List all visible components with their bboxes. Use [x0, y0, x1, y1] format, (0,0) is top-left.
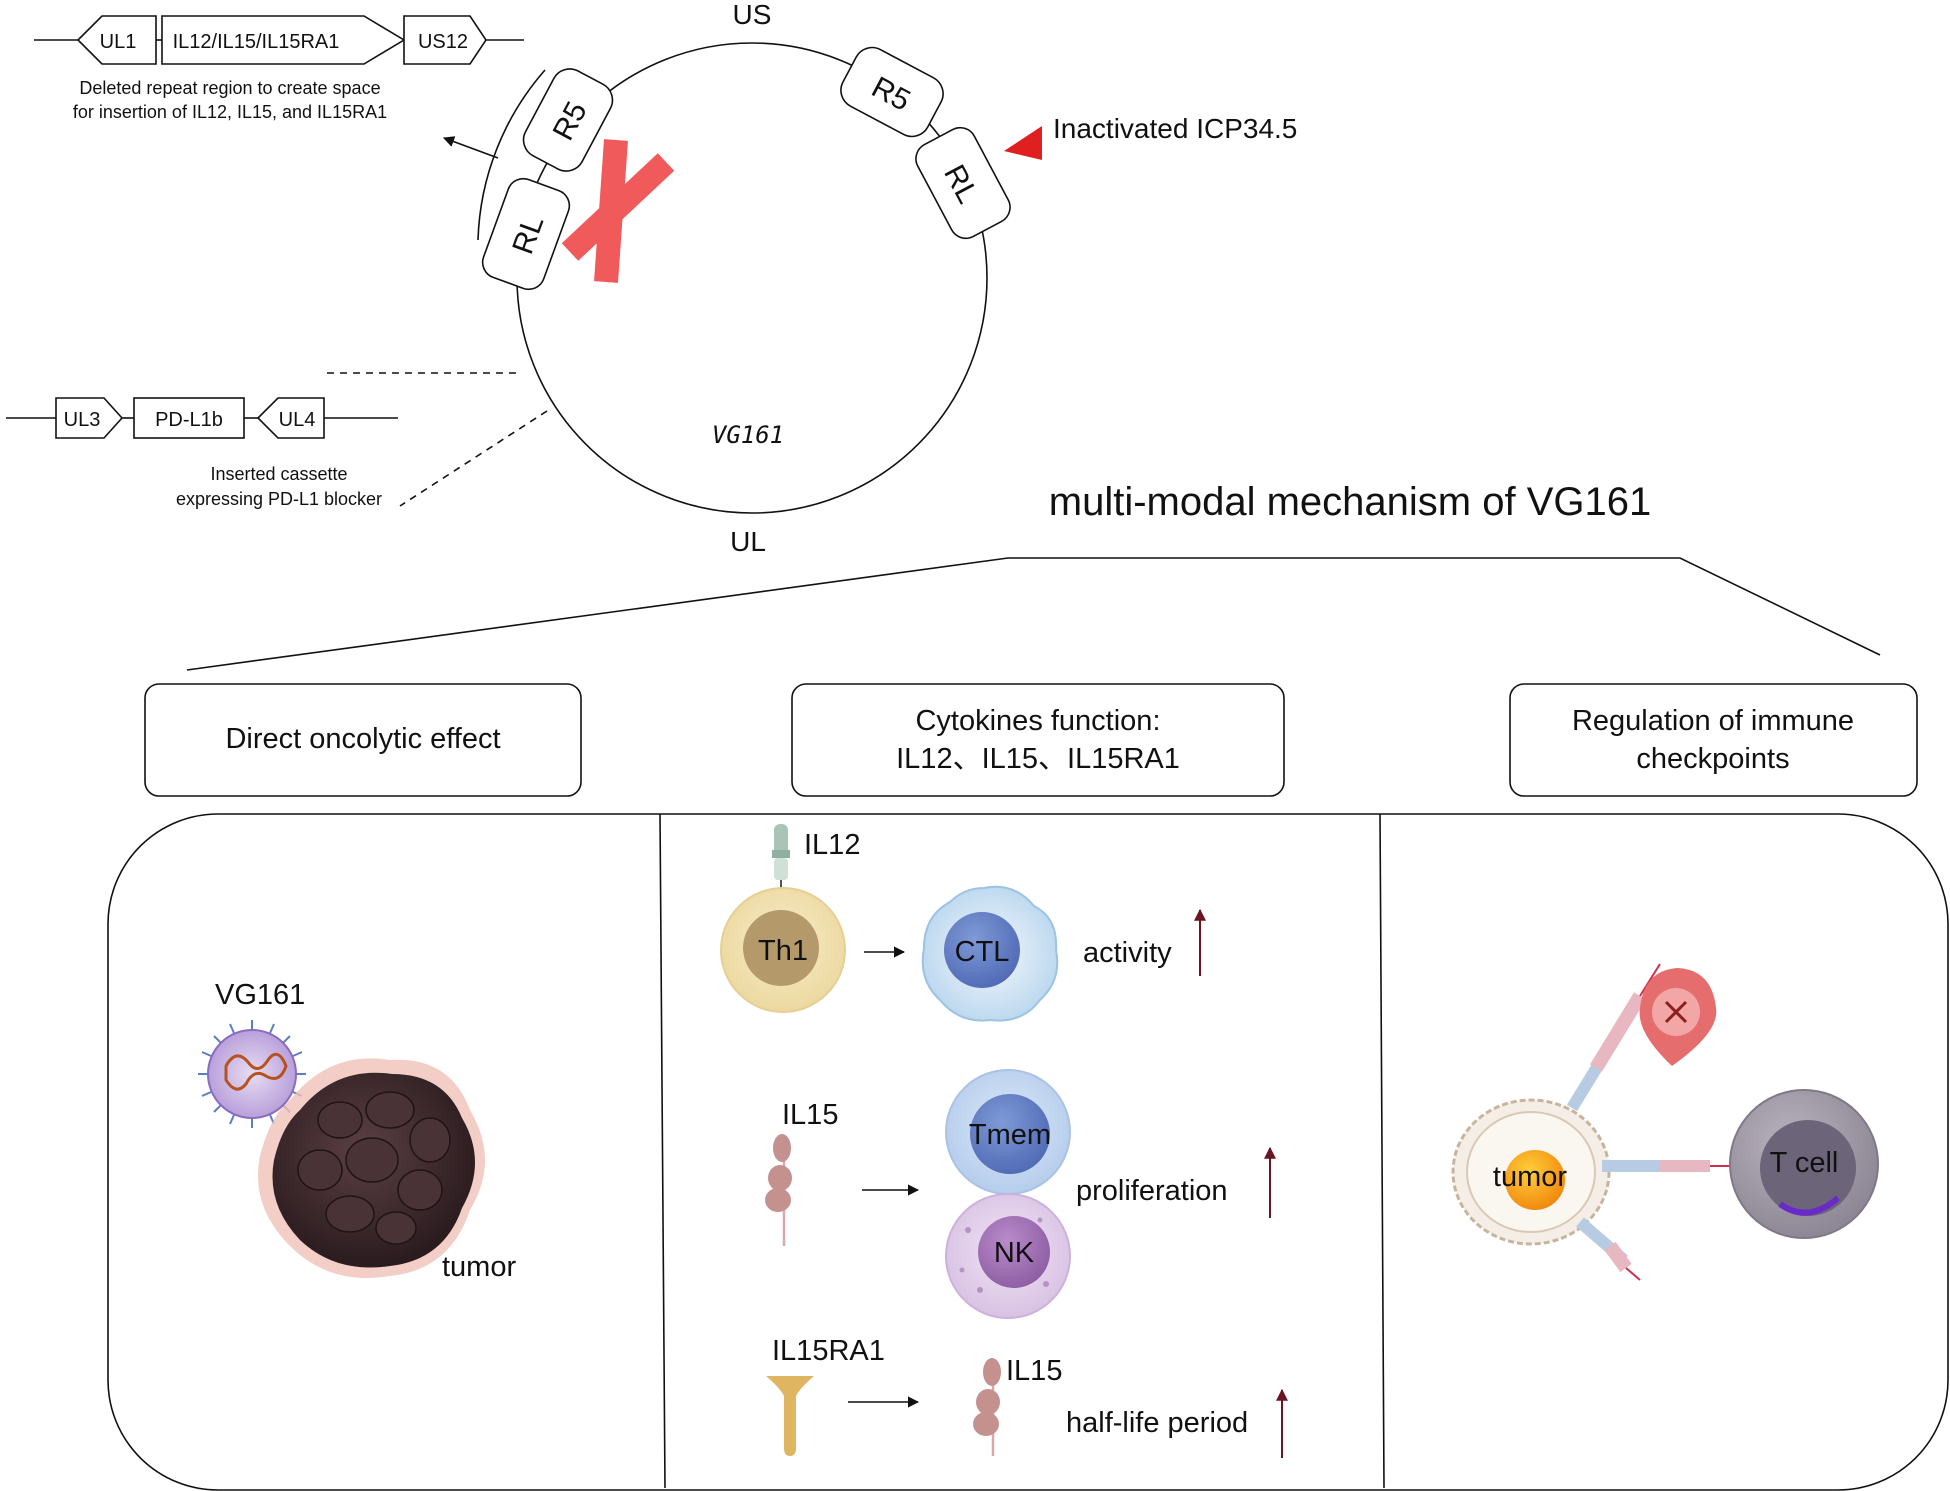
checkpoint-tumor-label: tumor	[1493, 1161, 1567, 1193]
il12-label: IL12	[804, 829, 860, 861]
svg-text:UL3: UL3	[64, 409, 101, 431]
bottom-cassette-caption-2: expressing PD-L1 blocker	[176, 489, 382, 509]
top-cassette-caption-2: for insertion of IL12, IL15, and IL15RA1	[73, 102, 387, 122]
il12-il15-gene	[161, 15, 406, 65]
half-life-label: half-life period	[1066, 1407, 1248, 1439]
left-r5-segment: R5	[522, 68, 614, 172]
box-cytokines	[791, 683, 1285, 797]
pdl1b-gene	[133, 397, 245, 439]
genome-map: US UL VG161 R5 RL R5 RL Ina	[327, 0, 1297, 557]
svg-text:checkpoints: checkpoints	[1636, 743, 1789, 775]
block-marker-icon	[1639, 968, 1717, 1066]
panel-divider-right	[1379, 813, 1385, 1489]
svg-text:Direct oncolytic effect: Direct oncolytic effect	[225, 723, 500, 755]
svg-text:IL12/IL15/IL15RA1: IL12/IL15/IL15RA1	[173, 31, 340, 53]
icp-triangle-icon	[1004, 126, 1042, 160]
nk-label: NK	[994, 1237, 1035, 1269]
panel-cytokines: IL12 Th1 CTL activity IL15 Tmem	[720, 824, 1288, 1458]
ul3-gene	[55, 397, 124, 439]
panel-divider-left	[659, 813, 666, 1489]
il15-label: IL15	[782, 1099, 838, 1131]
th1-label: Th1	[758, 935, 808, 967]
il15-bound-molecule-icon	[973, 1358, 1001, 1456]
svg-text:UL4: UL4	[279, 409, 316, 431]
mechanism-title: multi-modal mechanism of VG161	[1049, 480, 1651, 524]
proliferation-label: proliferation	[1076, 1175, 1228, 1207]
pdl1-receptor-upper-icon	[1566, 963, 1661, 1112]
il15-molecule-icon	[765, 1134, 792, 1246]
cassette-dash-lower	[399, 410, 548, 507]
activity-label: activity	[1083, 937, 1172, 969]
bottom-cassette-caption-1: Inserted cassette	[210, 464, 347, 484]
svg-text:UL1: UL1	[100, 31, 137, 53]
right-rl-segment: RL	[915, 126, 1011, 240]
ul-label: UL	[730, 526, 766, 557]
us12-gene	[403, 15, 487, 65]
svg-text:PD-L1b: PD-L1b	[155, 409, 223, 431]
mechanism-bracket	[186, 557, 1881, 671]
tumor-label: tumor	[442, 1251, 516, 1283]
svg-text:US12: US12	[418, 31, 468, 53]
svg-text:Regulation of immune: Regulation of immune	[1572, 705, 1854, 737]
right-r5-segment: R5	[840, 46, 944, 138]
panel-oncolytic: VG161 tumor	[198, 979, 516, 1283]
deleted-region-arc	[477, 69, 546, 241]
vg161-genome-label: VG161	[712, 421, 784, 449]
tcell-icon	[1729, 1089, 1879, 1239]
pdl1-receptor-lower-icon	[1576, 1217, 1641, 1281]
tumor-cell-icon	[1451, 1098, 1611, 1246]
left-rl-segment: RL	[481, 177, 571, 291]
tumor-mass-icon	[258, 1058, 485, 1278]
svg-text:IL12、IL15、IL15RA1: IL12、IL15、IL15RA1	[896, 743, 1180, 775]
deletion-cross-icon	[561, 139, 675, 283]
panel-checkpoint: tumor T cell	[1451, 963, 1879, 1281]
mechanism-boxes: Direct oncolytic effect Cytokines functi…	[144, 683, 1918, 797]
top-cassette-caption-1: Deleted repeat region to create space	[79, 78, 380, 98]
bottom-cassette: UL3 PD-L1b UL4 Inserted cassette express…	[6, 397, 398, 509]
icp-label: Inactivated ICP34.5	[1053, 113, 1297, 144]
il15ra1-receptor-icon	[766, 1376, 814, 1456]
nk-cell-icon	[945, 1193, 1071, 1319]
top-cassette: UL1 IL12/IL15/IL15RA1 US12 Deleted repea…	[34, 15, 524, 122]
box-checkpoints	[1509, 683, 1918, 797]
box-oncolytic	[144, 683, 582, 797]
th1-cell-icon	[720, 887, 846, 1013]
ctl-label: CTL	[955, 936, 1010, 968]
virus-particle-icon	[198, 1020, 306, 1128]
tcell-label: T cell	[1770, 1147, 1839, 1179]
ctl-cell-icon	[921, 885, 1059, 1022]
svg-text:Cytokines function:: Cytokines function:	[915, 705, 1160, 737]
us-label: US	[733, 0, 772, 30]
vg161-label: VG161	[215, 979, 305, 1011]
il15ra1-label: IL15RA1	[772, 1335, 885, 1367]
deleted-region-arrow	[442, 136, 499, 159]
il15-bound-label: IL15	[1006, 1355, 1062, 1387]
tmem-label: Tmem	[969, 1119, 1051, 1151]
